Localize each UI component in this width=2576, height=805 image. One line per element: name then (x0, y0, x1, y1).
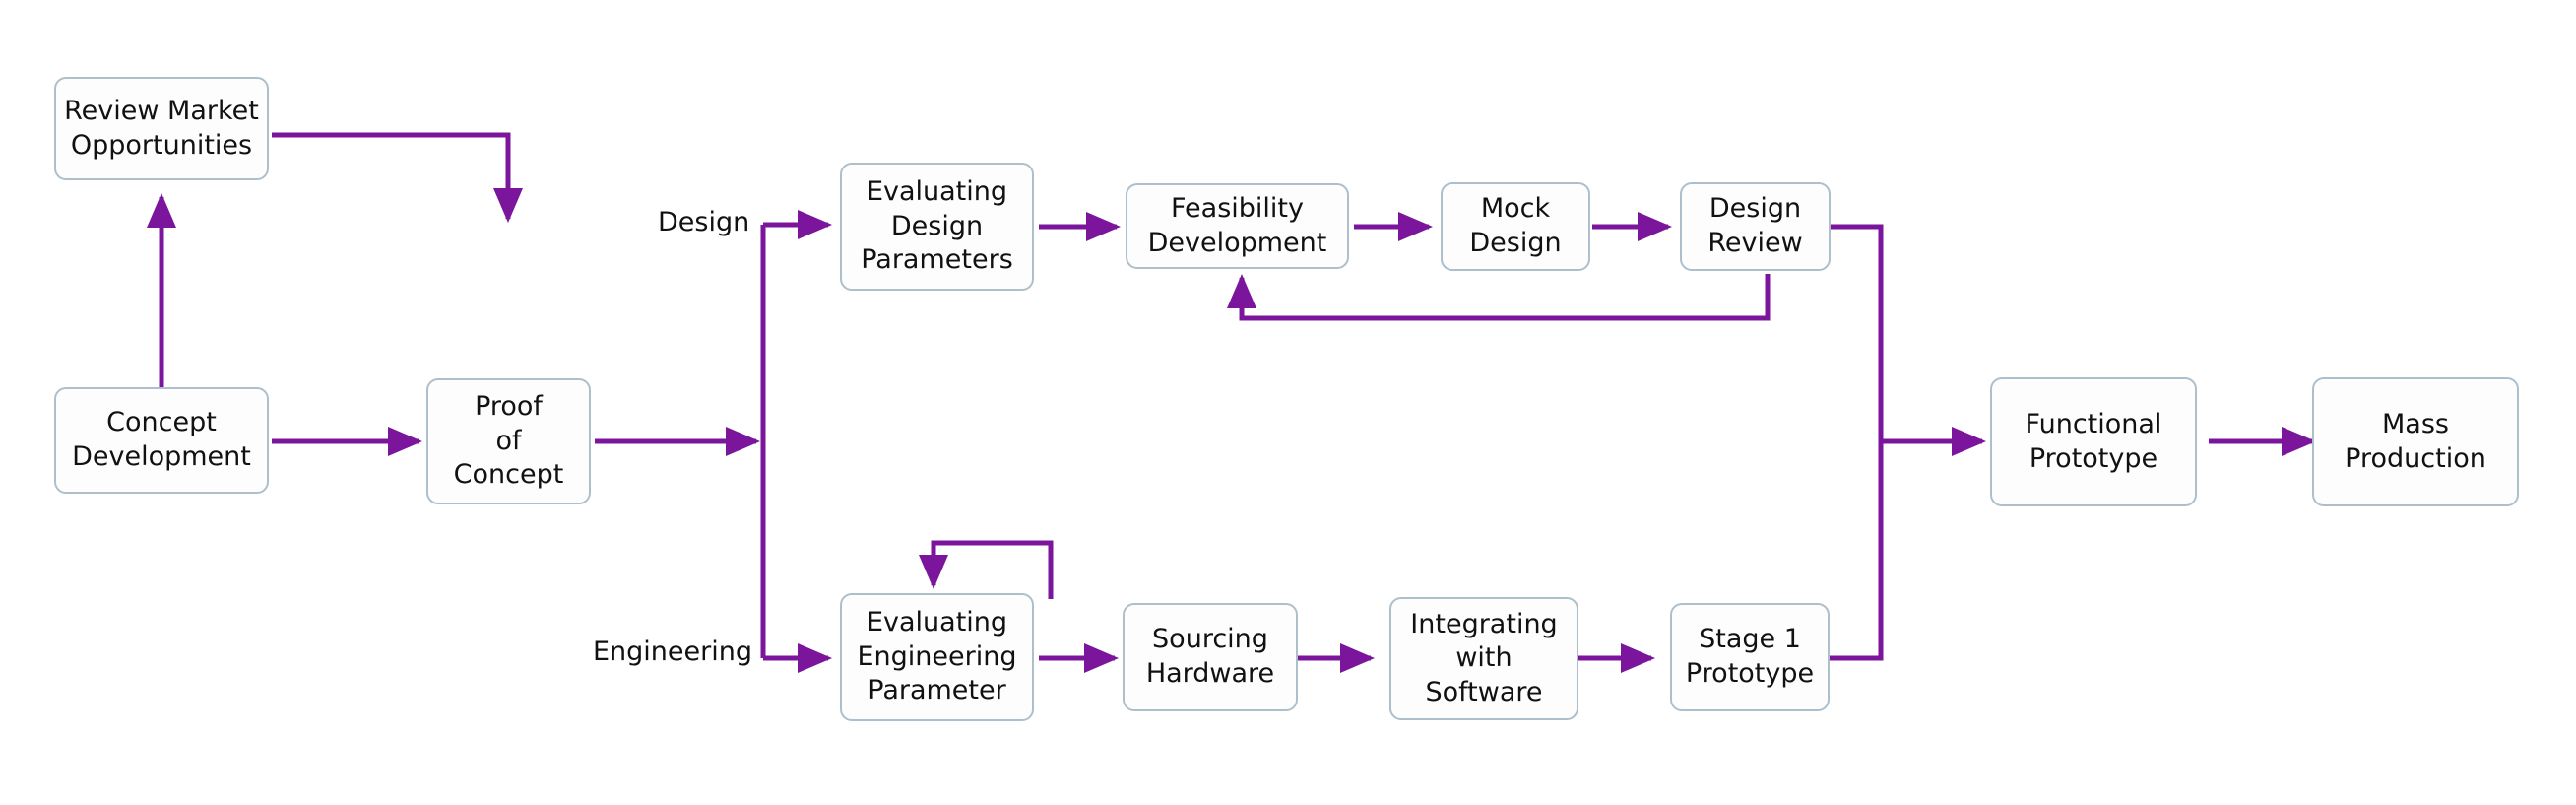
node-concept-development[interactable]: Concept Development (54, 387, 269, 494)
edge-design-review-to-feasibility-development-feedback (1227, 273, 1771, 321)
node-mass-production[interactable]: Mass Production (2312, 377, 2519, 506)
edge-design-review-to-functional-prototype (1819, 224, 1987, 456)
node-review-market-opportunities[interactable]: Review Market Opportunities (54, 77, 269, 180)
node-feasibility-development[interactable]: Feasibility Development (1126, 183, 1349, 269)
engineering-branch-label: Engineering (593, 637, 752, 667)
design-branch-label: Design (658, 207, 750, 237)
node-design-review[interactable]: Design Review (1680, 182, 1831, 271)
node-stage-1-prototype[interactable]: Stage 1 Prototype (1670, 603, 1830, 711)
node-sourcing-hardware[interactable]: Sourcing Hardware (1123, 603, 1298, 711)
edge-review-market-opportunities-to-proof-of-concept (272, 132, 523, 224)
node-mock-design[interactable]: Mock Design (1441, 182, 1590, 271)
node-evaluating-engineering-parameter[interactable]: Evaluating Engineering Parameter (840, 593, 1034, 721)
node-functional-prototype[interactable]: Functional Prototype (1990, 377, 2197, 506)
edge-stage-1-prototype-to-functional-prototype (1821, 443, 1884, 661)
node-evaluating-design-parameters[interactable]: Evaluating Design Parameters (840, 163, 1034, 291)
node-proof-of-concept[interactable]: Proof of Concept (426, 378, 591, 504)
node-integrating-with-software[interactable]: Integrating with Software (1389, 597, 1578, 720)
edge-stage-1-prototype-to-evaluating-engineering-parameter-feedback (919, 540, 1054, 599)
